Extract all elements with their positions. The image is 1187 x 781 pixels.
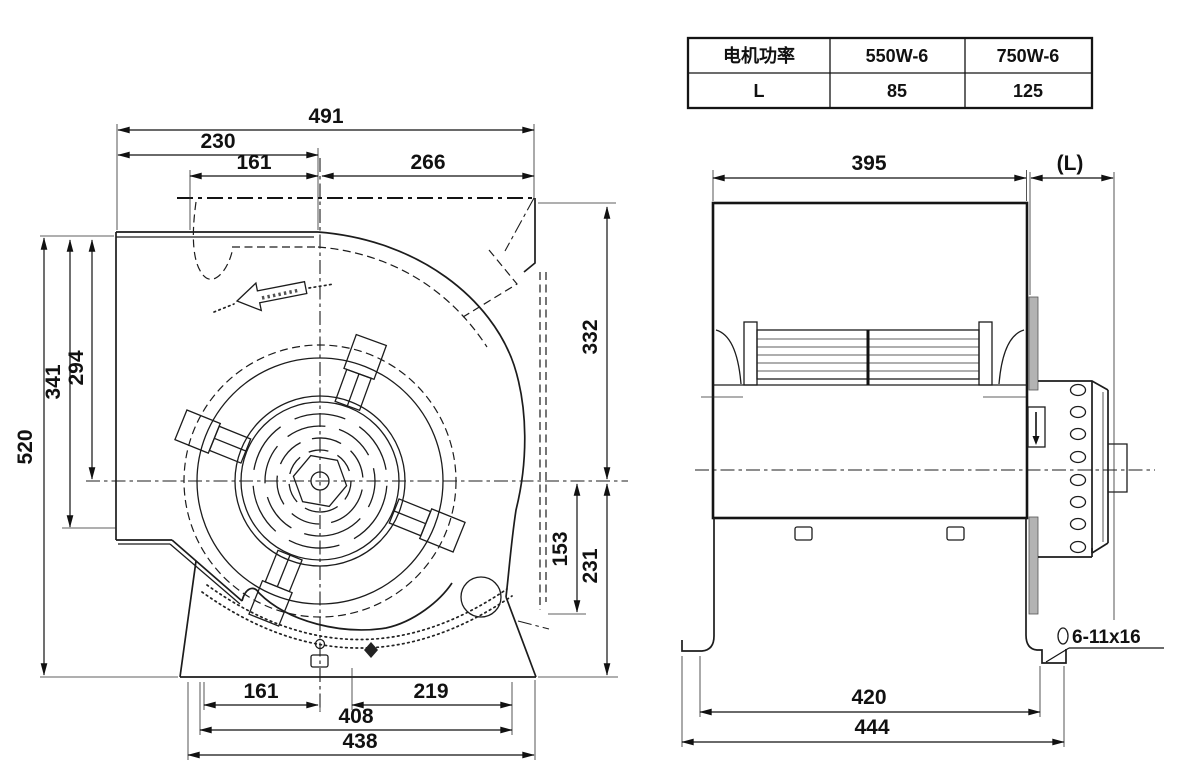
table-cell-L: L (754, 81, 765, 101)
table-header-model-550: 550W-6 (866, 46, 929, 66)
front-center-lines (86, 158, 628, 712)
dim-label: 231 (579, 548, 602, 583)
motor-body (1038, 380, 1128, 558)
front-view: 491 230 161 266 520 341 294 332 (14, 105, 628, 760)
dim-front-bottom-right: 219 (351, 680, 513, 709)
dim-front-bottom-left: 161 (203, 680, 319, 709)
dim-label: (L) (1057, 152, 1084, 175)
dim-front-height-mid: 341 (42, 239, 74, 528)
dim-front-bottom-outer: 438 (187, 730, 535, 759)
dim-side-feet-inner: 420 (699, 686, 1041, 716)
dim-label: 161 (236, 151, 271, 174)
dim-front-height-overall: 520 (14, 237, 48, 676)
table-cell-125: 125 (1013, 81, 1043, 101)
dim-label: 438 (342, 730, 377, 753)
arrow-down-icon (1032, 436, 1040, 445)
front-extension-lines (40, 124, 618, 760)
dim-front-height-center: 294 (65, 239, 96, 480)
datum-diamond-marker (364, 642, 378, 658)
dim-front-right-lower: 231 (579, 483, 611, 676)
dim-label: 266 (410, 151, 445, 174)
dim-label: 294 (65, 350, 88, 385)
dim-label: 332 (579, 319, 602, 354)
airflow-arrow-icon (213, 280, 335, 313)
dim-label: 341 (42, 364, 65, 399)
dim-label: 444 (854, 716, 889, 739)
spec-table: 电机功率 550W-6 750W-6 L 85 125 (686, 36, 1094, 110)
table-cell-85: 85 (887, 81, 907, 101)
dim-label: 230 (200, 130, 235, 153)
dim-front-top-outlet: 266 (321, 151, 535, 180)
holes-label: 6-11x16 (1072, 627, 1141, 648)
dim-front-top-left: 230 (117, 130, 319, 159)
side-housing (701, 201, 1029, 520)
dim-front-right-inner: 153 (549, 483, 581, 613)
dim-label: 153 (549, 531, 572, 566)
dim-front-bottom-inner: 408 (199, 705, 513, 734)
dim-label: 408 (338, 705, 373, 728)
hidden-inlet-collar (192, 201, 488, 348)
outlet-flange-hidden-lines (177, 196, 550, 630)
dim-side-motor-extension: (L) (1030, 152, 1114, 182)
dim-label: 420 (851, 686, 886, 709)
table-header-power: 电机功率 (723, 45, 795, 66)
impeller-band (715, 321, 1025, 386)
volute-outline (115, 231, 537, 678)
inlet-grille (183, 344, 457, 618)
dim-label: 491 (308, 105, 343, 128)
dim-label: 219 (413, 680, 448, 703)
outlet-mouth-details (201, 584, 513, 668)
dim-front-right-upper: 332 (579, 206, 611, 480)
dim-front-overall-width: 491 (117, 105, 535, 134)
foot-holes-callout: 6-11x16 (1045, 627, 1164, 663)
dim-label: 161 (243, 680, 278, 703)
motor-shaft-hub (1108, 443, 1128, 493)
dim-front-top-inlet: 161 (189, 151, 319, 180)
inlet-clamp-brackets (174, 333, 466, 627)
rotation-direction-indicator (1027, 406, 1046, 448)
dim-side-feet-outer: 444 (681, 716, 1065, 746)
side-view: 395 (L) 420 444 6-11x16 (681, 152, 1164, 747)
dim-label: 395 (851, 152, 886, 175)
dim-label: 520 (14, 429, 37, 464)
side-lower-panel (681, 518, 1067, 664)
hole-symbol-icon (1057, 627, 1069, 645)
motor-flange-plates (1028, 296, 1039, 615)
table-header-model-750: 750W-6 (997, 46, 1060, 66)
dim-side-width: 395 (712, 152, 1027, 182)
